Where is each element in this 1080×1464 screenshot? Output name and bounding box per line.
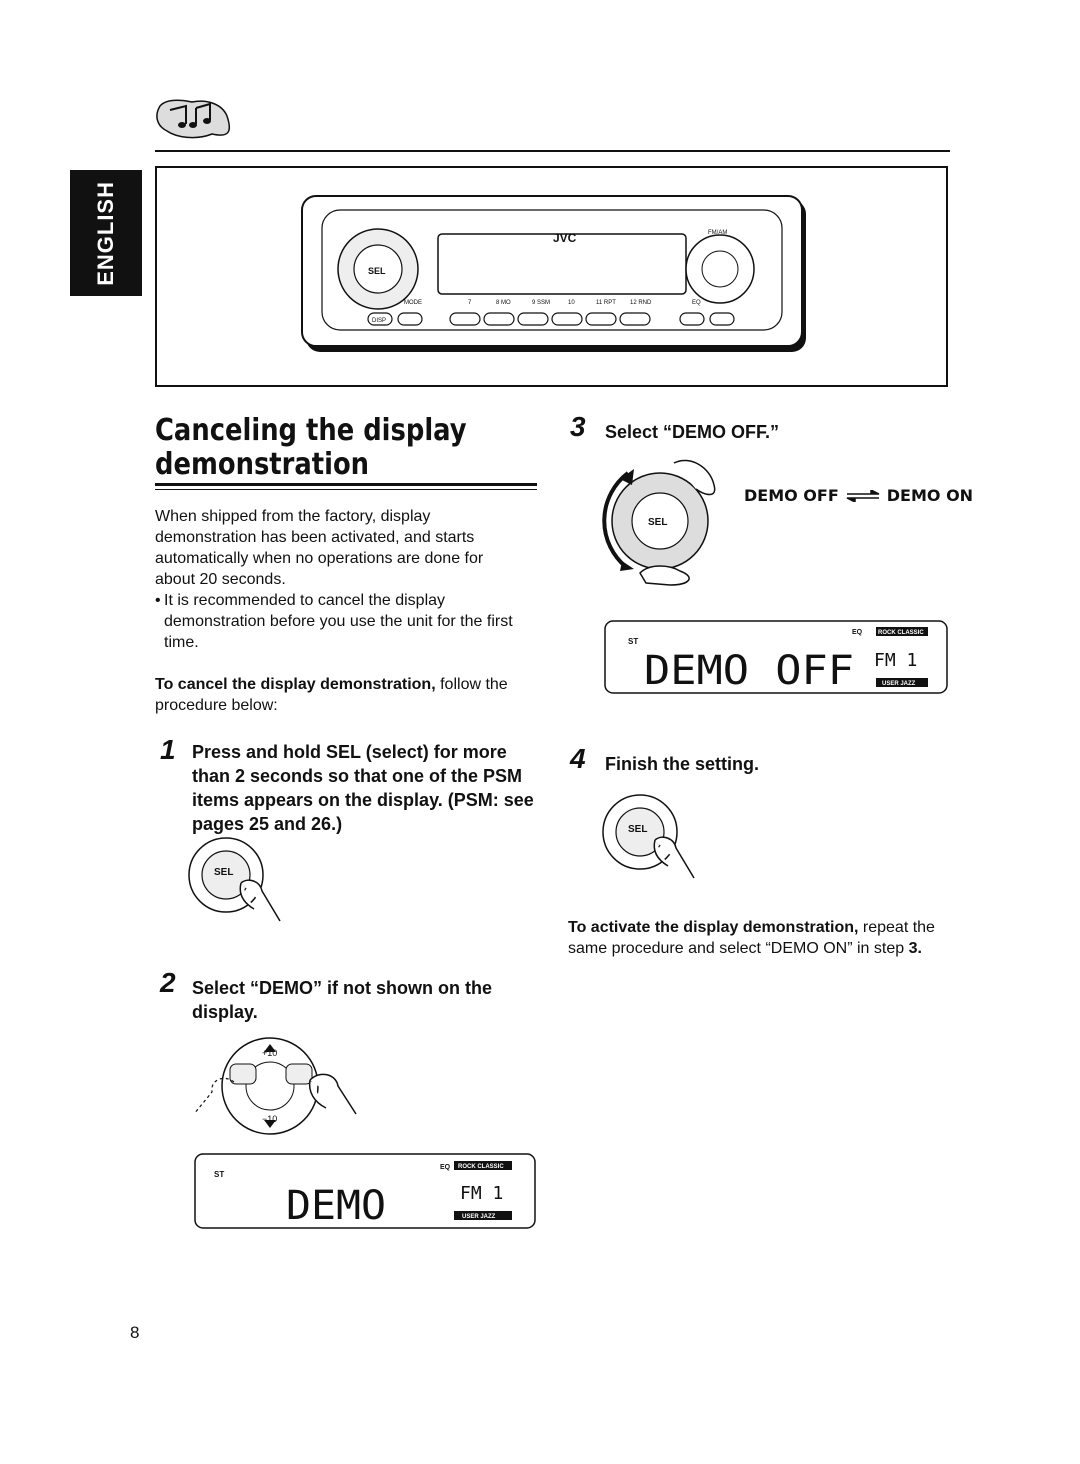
lcd-rock-classic-3: ROCK CLASSIC <box>878 630 924 636</box>
activate-bold: To activate the display demonstration, <box>568 919 859 936</box>
language-tab: ENGLISH <box>70 170 142 296</box>
svg-text:8 MO: 8 MO <box>496 300 511 306</box>
device-disp-label: DISP <box>372 318 386 324</box>
brand-logo: JVC <box>553 231 577 245</box>
procedure-bold: To cancel the display demonstration, <box>155 676 436 693</box>
svg-text:10: 10 <box>568 300 575 306</box>
lcd-fm-3: FM 1 <box>874 650 917 671</box>
minus10-label: −10 <box>262 1114 277 1124</box>
step-3-number: 3 <box>570 411 586 442</box>
device-mode-label: MODE <box>404 300 422 306</box>
lcd-st-1: ST <box>214 1170 224 1179</box>
language-tab-label: ENGLISH <box>93 180 118 286</box>
sel-label-4: SEL <box>628 824 647 835</box>
svg-text:12 RND: 12 RND <box>630 300 652 306</box>
lcd-fm-1: FM 1 <box>460 1183 503 1204</box>
svg-text:EQ: EQ <box>692 300 701 306</box>
sel-label-1: SEL <box>214 867 233 878</box>
step-1-number: 1 <box>160 734 176 765</box>
lcd-demo-text: DEMO <box>286 1183 386 1229</box>
demo-toggle-label: DEMO OFF DEMO ON <box>744 486 973 505</box>
bullet-marker: • <box>155 592 161 609</box>
activate-rest: repeat the same procedure and select “DE… <box>568 919 935 957</box>
demo-on-option: DEMO ON <box>886 486 974 505</box>
lcd-rock-classic-1: ROCK CLASSIC <box>458 1164 504 1170</box>
intro-paragraph: When shipped from the factory, display d… <box>155 508 484 588</box>
activate-step-ref: 3. <box>908 940 922 957</box>
title-rule <box>155 483 537 486</box>
swap-arrows-icon <box>846 489 880 502</box>
music-note-icon <box>156 99 231 139</box>
procedure-rest: follow the procedure below: <box>155 676 508 714</box>
page-number: 8 <box>130 1323 140 1342</box>
device-illustration-frame <box>155 166 948 387</box>
device-fmam-label: FM/AM <box>708 230 727 236</box>
sel-finish-illustration: SEL <box>602 794 695 879</box>
updown-button-illustration: +10 −10 <box>193 1037 357 1135</box>
step-2-text: Select “DEMO” if not shown on the displa… <box>192 978 493 1022</box>
demo-off-option: DEMO OFF <box>744 486 839 505</box>
lcd-eq-1: EQ <box>440 1164 451 1171</box>
svg-text:9 SSM: 9 SSM <box>532 300 550 306</box>
section-title: Canceling the display demonstration <box>155 414 482 482</box>
svg-text:7: 7 <box>468 300 472 306</box>
svg-text:11 RPT: 11 RPT <box>596 300 616 306</box>
step-1-text: Press and hold SEL (select) for more tha… <box>192 742 534 834</box>
bullet-text: It is recommended to cancel the display … <box>164 592 513 651</box>
step-2-number: 2 <box>160 967 176 998</box>
step-3-text: Select “DEMO OFF.” <box>605 422 780 442</box>
header-rule <box>155 150 950 152</box>
procedure-intro: To cancel the display demonstration, fol… <box>155 674 525 716</box>
demo-lcd-display: ST EQ ROCK CLASSIC USER JAZZ DEMO FM 1 <box>194 1153 536 1229</box>
bullet-paragraph: • It is recommended to cancel the displa… <box>155 590 525 653</box>
step-4-number: 4 <box>570 743 586 774</box>
lcd-demo-off-text: DEMO OFF <box>644 648 854 694</box>
title-rule-thin <box>155 489 537 490</box>
activate-note: To activate the display demonstration, r… <box>568 917 948 959</box>
plus10-label: +10 <box>262 1048 277 1058</box>
sel-button-press-illustration: SEL <box>188 837 281 922</box>
lcd-eq-3: EQ <box>852 629 863 636</box>
sel-rotate-illustration: SEL <box>602 459 716 586</box>
lcd-user-jazz-3: USER JAZZ <box>882 681 916 687</box>
step-4-text: Finish the setting. <box>605 754 760 774</box>
demo-off-lcd-display: ST EQ ROCK CLASSIC USER JAZZ DEMO OFF FM… <box>604 620 948 694</box>
car-stereo-faceplate: JVC SEL FM/AM MODE 7 8 MO 9 SSM 10 11 RPT 12… <box>301 195 806 352</box>
section-title-line1: Canceling the display <box>155 413 467 448</box>
lcd-st-3: ST <box>628 637 638 646</box>
sel-label-3: SEL <box>648 517 667 528</box>
lcd-user-jazz-1: USER JAZZ <box>462 1214 496 1220</box>
device-sel-label: SEL <box>368 266 386 276</box>
section-title-line2: demonstration <box>155 447 370 482</box>
